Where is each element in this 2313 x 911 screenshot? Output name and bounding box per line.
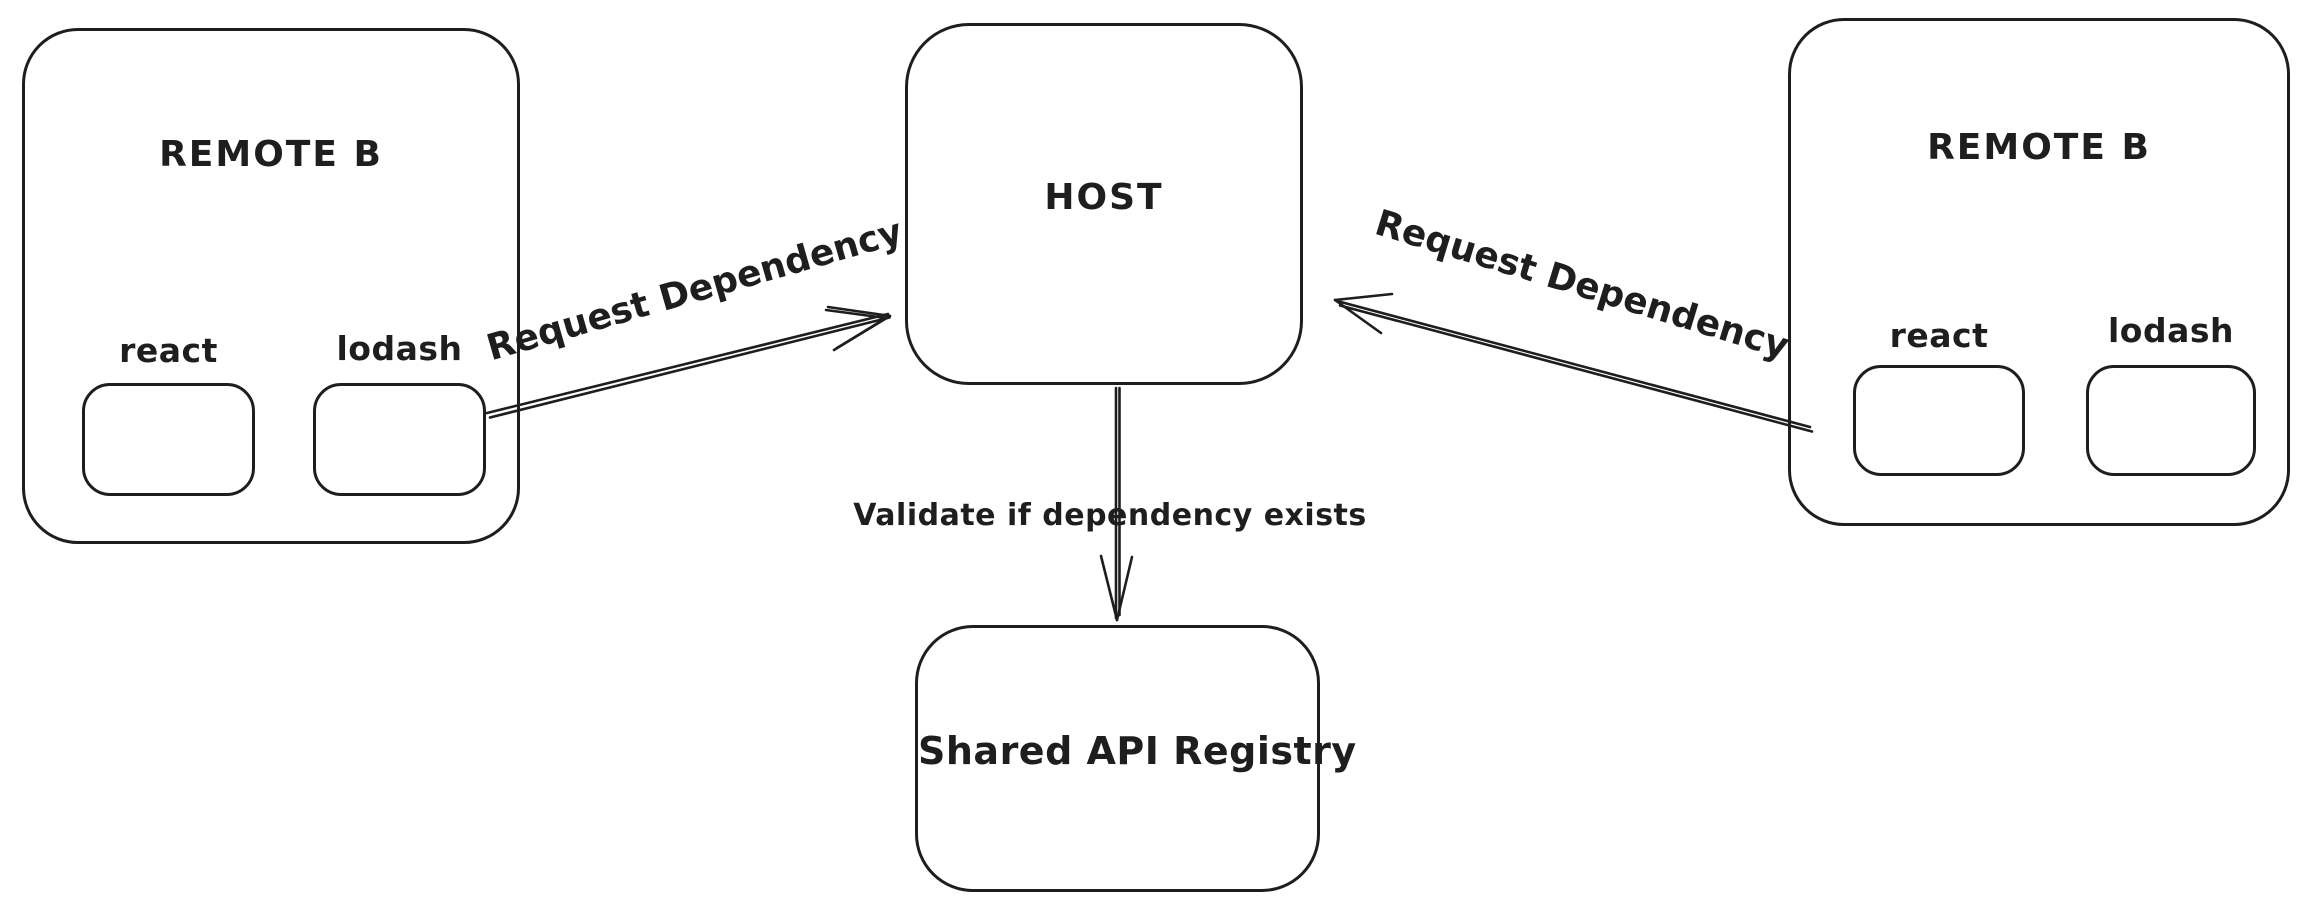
arrowhead-line: [1115, 555, 1134, 622]
lodash-right-box[interactable]: [2086, 365, 2256, 476]
lodash-right-label: lodash: [2107, 311, 2234, 350]
arrowhead-line: [1333, 298, 1383, 335]
shared-api-registry-node[interactable]: Shared API Registry: [915, 625, 1357, 892]
lodash-left-box[interactable]: [313, 383, 486, 496]
arrowhead-line: [832, 316, 888, 352]
react-left-label: react: [119, 331, 218, 370]
arrowhead-line: [826, 305, 892, 318]
validate-label[interactable]: Validate if dependency exists: [853, 498, 1367, 533]
remote-b-left-node[interactable]: REMOTE B react lodash: [22, 28, 520, 544]
arrowhead-line: [835, 314, 892, 350]
arrowhead-line: [1099, 554, 1119, 622]
remote-b-right-title: REMOTE B: [1927, 127, 2151, 168]
react-left-box[interactable]: [82, 383, 255, 496]
react-right-label: react: [1889, 316, 1989, 355]
request-dependency-label-right[interactable]: Request Dependency: [1370, 202, 1794, 368]
host-title: HOST: [1044, 177, 1164, 218]
remote-b-left-title: REMOTE B: [159, 134, 383, 175]
react-right-box[interactable]: [1853, 365, 2025, 476]
arrowhead-line: [824, 308, 888, 320]
arrowhead-line: [1333, 292, 1394, 302]
host-node[interactable]: HOST: [905, 23, 1303, 385]
lodash-left-label: lodash: [336, 329, 463, 368]
remote-b-right-node[interactable]: REMOTE B react lodash: [1788, 18, 2290, 526]
request-dependency-label-left[interactable]: Request Dependency: [482, 211, 907, 370]
shared-api-registry-title: Shared API Registry: [918, 729, 1357, 773]
